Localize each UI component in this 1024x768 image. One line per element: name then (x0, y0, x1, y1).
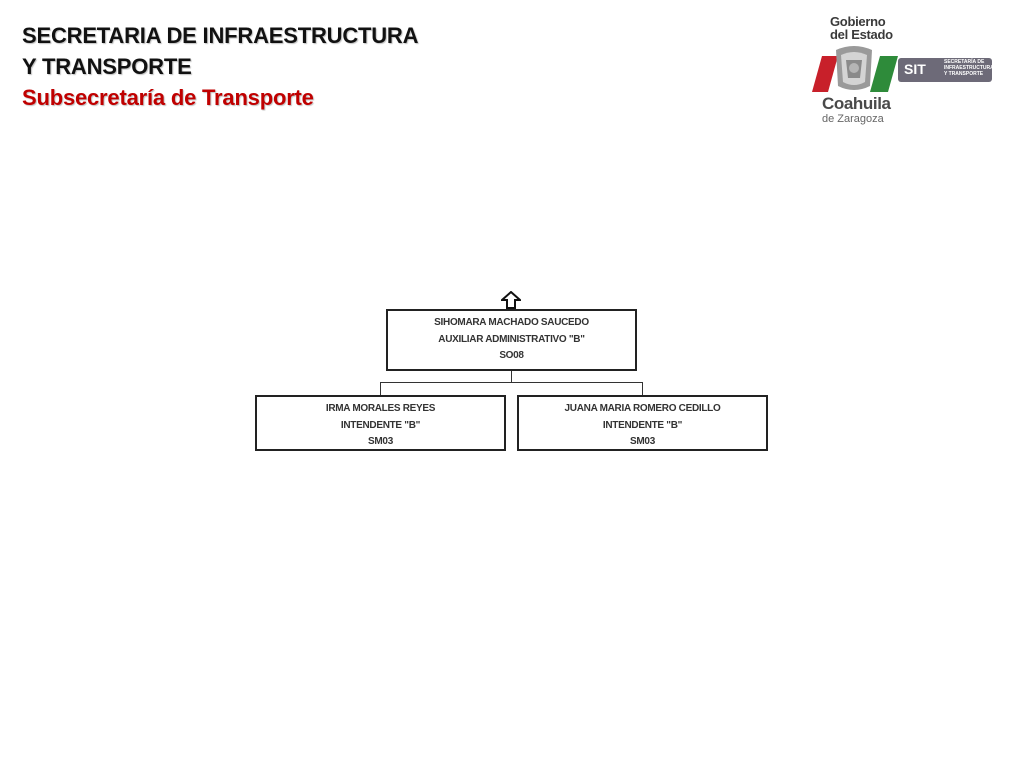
connector-left-down (380, 382, 381, 396)
up-arrow-icon[interactable] (501, 291, 521, 309)
page-header: SECRETARIA DE INFRAESTRUCTURA Y TRANSPOR… (22, 20, 419, 113)
logo-del-estado: del Estado (830, 27, 893, 42)
node-code: SO08 (499, 350, 524, 361)
subtitle: Subsecretaría de Transporte (22, 85, 314, 110)
connector-root-down (511, 371, 512, 382)
coat-of-arms-icon (812, 46, 898, 92)
connector-horizontal (380, 382, 643, 383)
node-position: INTENDENTE "B" (340, 419, 421, 431)
node-name: JUANA MARIA ROMERO CEDILLO (564, 403, 721, 414)
title-line-1: SECRETARIA DE INFRAESTRUCTURA (22, 23, 419, 48)
sit-badge (898, 58, 992, 82)
coahuila-logo: Gobierno del Estado SIT SECRETARÍA DE IN… (808, 12, 998, 130)
sit-label: SIT (904, 61, 926, 77)
org-node-child-1[interactable]: IRMA MORALES REYES INTENDENTE "B" SM03 (255, 395, 506, 451)
connector-right-down (642, 382, 643, 396)
node-name: IRMA MORALES REYES (325, 403, 436, 414)
sit-sublabel: SECRETARÍA DE INFRAESTRUCTURA Y TRANSPOR… (944, 59, 994, 77)
org-node-root[interactable]: SIHOMARA MACHADO SAUCEDO AUXILIAR ADMINI… (386, 309, 637, 371)
node-name: SIHOMARA MACHADO SAUCEDO (434, 317, 589, 328)
logo-zaragoza: de Zaragoza (822, 113, 884, 125)
node-position: AUXILIAR ADMINISTRATIVO "B" (438, 333, 585, 345)
node-code: SM03 (368, 436, 393, 447)
logo-gobierno: Gobierno (830, 14, 886, 29)
logo-coahuila: Coahuila (822, 94, 891, 113)
title-line-2: Y TRANSPORTE (22, 54, 192, 79)
node-position: INTENDENTE "B" (602, 419, 683, 431)
node-code: SM03 (630, 436, 655, 447)
org-node-child-2[interactable]: JUANA MARIA ROMERO CEDILLO INTENDENTE "B… (517, 395, 768, 451)
